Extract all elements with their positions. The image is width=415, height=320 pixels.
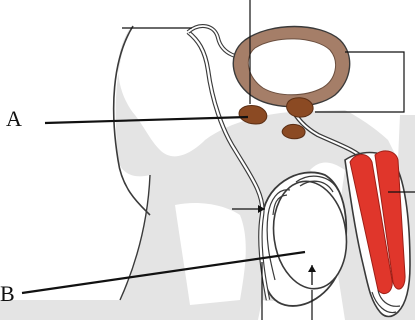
bulbourethral-gland [282, 124, 305, 138]
bladder-lumen [248, 39, 335, 95]
pointer-line-a [45, 117, 248, 123]
label-a: A [6, 108, 22, 130]
label-b: B [0, 283, 15, 305]
prostate-gland [287, 98, 313, 117]
